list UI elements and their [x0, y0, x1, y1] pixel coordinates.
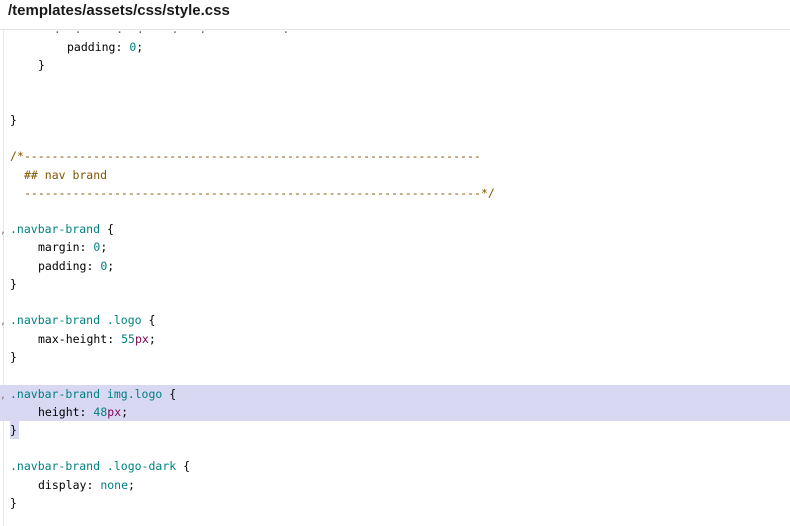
code-editor[interactable]: · · · · · · · padding: 0; } } /*--------…: [0, 30, 790, 526]
code-line[interactable]: }: [0, 494, 790, 512]
code-line[interactable]: }: [0, 275, 790, 293]
css-selector: .navbar-brand .logo-dark: [10, 459, 177, 473]
comment-text: /*--------------------------------------…: [10, 149, 481, 163]
code-line[interactable]: }: [0, 348, 790, 366]
close-brace: }: [38, 58, 45, 72]
property-value: 0: [93, 240, 101, 254]
css-selector: .navbar-brand .logo: [10, 313, 142, 327]
close-brace: }: [10, 113, 17, 127]
property-value: 0: [129, 40, 137, 54]
property-name: margin: [38, 240, 80, 254]
file-path: /templates/assets/css/style.css: [8, 2, 230, 19]
code-line-selected[interactable]: height: 48px;: [0, 403, 790, 421]
comment-line[interactable]: ## nav brand: [0, 166, 790, 184]
property-name: height: [38, 405, 80, 419]
fold-marker-icon[interactable]: ,: [0, 390, 7, 401]
code-line[interactable]: .navbar-brand .logo-dark {: [10, 459, 191, 473]
code-line[interactable]: , .navbar-brand .logo {: [0, 311, 790, 329]
file-header: /templates/assets/css/style.css: [0, 0, 790, 30]
code-line-selected[interactable]: , .navbar-brand img.logo {: [0, 385, 790, 403]
css-selector: .navbar-brand: [10, 222, 101, 236]
close-brace: }: [10, 277, 17, 291]
fold-marker-icon[interactable]: ,: [0, 316, 7, 327]
clipped-code-line: · · · · · · ·: [40, 30, 289, 34]
close-brace: }: [10, 350, 17, 364]
property-name: display: [38, 478, 87, 492]
property-unit: px: [107, 405, 122, 419]
code-line[interactable]: }: [0, 421, 790, 439]
comment-text: ----------------------------------------…: [24, 186, 495, 200]
code-line[interactable]: }: [0, 111, 790, 129]
property-value: 0: [100, 259, 108, 273]
code-line[interactable]: padding: 0;: [38, 259, 115, 273]
code-line[interactable]: }: [0, 56, 790, 74]
property-name: max-height: [38, 332, 108, 346]
property-value: 55: [121, 332, 135, 346]
css-selector: .navbar-brand img.logo: [10, 387, 163, 401]
code-line[interactable]: margin: 0;: [38, 240, 108, 254]
comment-line[interactable]: ----------------------------------------…: [0, 184, 790, 202]
code-line[interactable]: , .navbar-brand {: [0, 220, 790, 238]
gutter-divider: [3, 30, 4, 526]
comment-line[interactable]: /*--------------------------------------…: [0, 147, 790, 165]
property-value: none: [100, 478, 129, 492]
code-line[interactable]: max-height: 55px;: [38, 332, 156, 346]
property-name: padding: [38, 259, 87, 273]
comment-title: ## nav brand: [24, 168, 108, 182]
property-name: padding: [67, 40, 116, 54]
fold-marker-icon[interactable]: ,: [0, 225, 7, 236]
code-line[interactable]: padding: 0;: [67, 40, 144, 54]
code-line[interactable]: display: none;: [38, 478, 135, 492]
property-unit: px: [134, 332, 149, 346]
close-brace: }: [10, 496, 17, 510]
close-brace: }: [10, 421, 19, 439]
property-value: 48: [93, 405, 108, 419]
